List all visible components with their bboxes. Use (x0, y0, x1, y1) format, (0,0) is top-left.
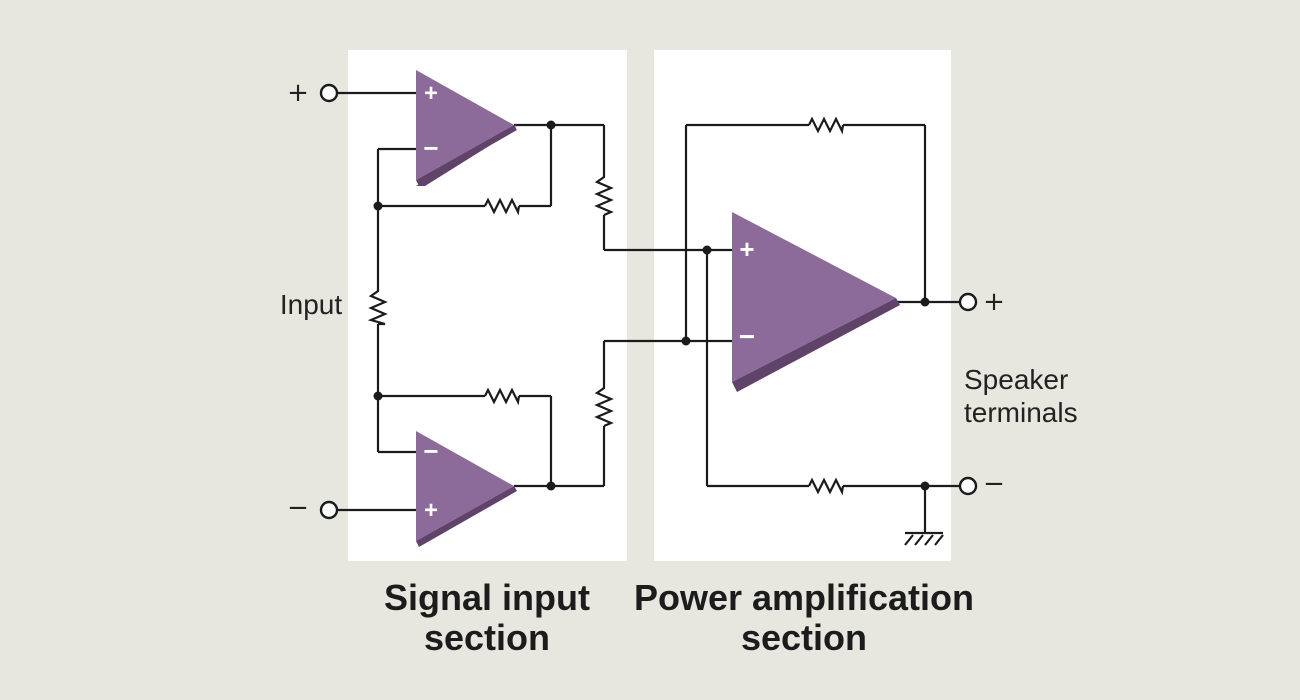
speaker-terminals-label-line2: terminals (964, 397, 1078, 428)
opamp-plus-sign: + (424, 80, 438, 107)
resistor-icon (808, 477, 845, 496)
junction-dots (373, 120, 930, 491)
bottom-op-amp-icon: − + (416, 431, 517, 547)
output-plus-label: + (983, 287, 1005, 317)
resistor-icon (808, 116, 845, 135)
opamp-plus-sign: + (739, 234, 754, 264)
resistor-icon (484, 197, 521, 216)
power-amplification-section-title-line1: Power amplification (634, 577, 974, 618)
opamp-minus-sign: − (423, 436, 438, 466)
power-op-amp-icon: + − (732, 212, 900, 392)
opamp-minus-sign: − (423, 133, 438, 163)
opamp-minus-sign: − (739, 321, 755, 352)
opamp-plus-sign: + (424, 497, 438, 524)
top-op-amp-icon: + − (416, 70, 517, 186)
ground-icon (904, 531, 944, 546)
input-label: Input (280, 289, 342, 320)
output-minus-terminal-icon (958, 476, 978, 496)
signal-input-section-title-line2: section (424, 617, 550, 658)
output-minus-label: − (983, 469, 1005, 499)
resistor-icon (367, 288, 388, 326)
input-minus-terminal-icon (319, 500, 339, 520)
input-minus-label: − (287, 493, 309, 523)
resistor-icon (484, 387, 521, 406)
input-plus-label: + (287, 78, 309, 108)
resistor-icon (594, 385, 614, 428)
signal-input-section-title-line1: Signal input (384, 577, 590, 618)
resistor-icon (594, 174, 614, 217)
input-plus-terminal-icon (319, 83, 339, 103)
output-plus-terminal-icon (958, 292, 978, 312)
power-amplification-section-title-line2: section (741, 617, 867, 658)
speaker-terminals-label-line1: Speaker (964, 364, 1068, 395)
